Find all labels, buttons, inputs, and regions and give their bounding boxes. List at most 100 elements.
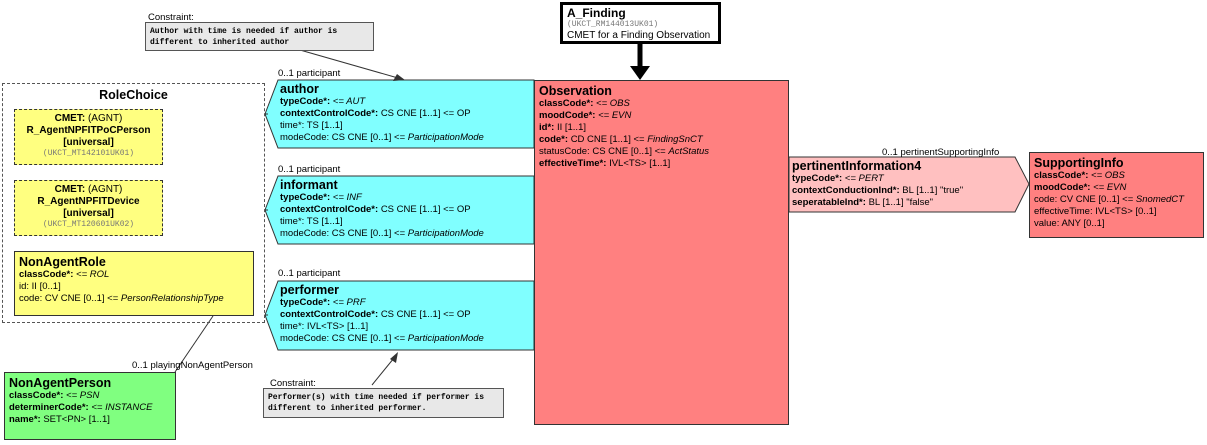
informant-type-val: <= INF — [332, 192, 362, 203]
author-title: author — [280, 82, 319, 96]
performer-content: performer typeCode*: <= PRF contextContr… — [280, 283, 484, 345]
performer-time: time*: IVL<TS> [1..1] — [280, 321, 369, 332]
performer-ctx-val: CS CNE [1..1] <= OP — [380, 309, 471, 320]
cmet-device: CMET: (AGNT) R_AgentNPFITDevice [univers… — [14, 180, 163, 236]
informant-link-label: 0..1 participant — [278, 164, 341, 175]
author-link-label: 0..1 participant — [278, 68, 341, 79]
pert-sep-val: BL [1..1] "false" — [868, 197, 934, 208]
informant-type-key: typeCode*: — [280, 192, 331, 203]
playing-link — [174, 315, 214, 373]
informant-mode-val: ParticipationMode — [407, 228, 484, 239]
si-mood-key: moodCode*: — [1034, 182, 1091, 193]
si-code-italic: SnomedCT — [1135, 194, 1184, 205]
constraint-bottom-box: Performer(s) with time needed if perform… — [263, 388, 504, 418]
author-type-val: <= AUT — [332, 96, 366, 107]
informant-mode-key: modeCode: CS CNE [0..1] <= — [280, 228, 408, 239]
obs-eff-key: effectiveTime*: — [539, 158, 607, 169]
cmet1-name: R_AgentNPFITPoCPerson — [26, 125, 151, 136]
performer-mode-key: modeCode: CS CNE [0..1] <= — [280, 333, 408, 344]
cmet2-code: (AGNT) — [87, 184, 123, 195]
obs-code-italic: FindingSnCT — [647, 134, 703, 145]
obs-status-text: statusCode: CS CNE [0..1] <= — [539, 146, 669, 157]
si-class-val: <= OBS — [1091, 170, 1125, 181]
constraint-top-box: Author with time is needed if author is … — [145, 22, 374, 51]
non-agent-person-title: NonAgentPerson — [9, 376, 112, 390]
author-mode-key: modeCode: CS CNE [0..1] <= — [280, 132, 408, 143]
observation-box: Observation classCode*: <= OBS moodCode*… — [534, 80, 789, 425]
observation-title: Observation — [539, 84, 612, 98]
author-mode-val: ParticipationMode — [407, 132, 484, 143]
constraint-bottom-line — [371, 357, 395, 386]
obs-id-val: II [1..1] — [556, 122, 586, 133]
cmet2-id: (UKCT_MT120601UK02) — [42, 220, 135, 229]
performer-mode-val: ParticipationMode — [407, 333, 484, 344]
author-ctx-val: CS CNE [1..1] <= OP — [380, 108, 471, 119]
supporting-info-title: SupportingInfo — [1034, 156, 1124, 170]
performer-type-key: typeCode*: — [280, 297, 331, 308]
nar-class-val: <= ROL — [76, 269, 110, 280]
performer-type-val: <= PRF — [332, 297, 366, 308]
pertinent-content: pertinentInformation4 typeCode*: <= PERT… — [792, 159, 963, 209]
constraint-top-line — [299, 49, 399, 79]
cmet1-flavor: [universal] — [63, 137, 114, 148]
constraint-top-label: Constraint: — [146, 12, 196, 23]
pertinent-link-label: 0..1 pertinentSupportingInfo — [882, 147, 1000, 158]
si-eff: effectiveTime: IVL<TS> [0..1] — [1034, 206, 1157, 217]
entry-point-name: A_Finding — [567, 6, 626, 20]
cmet-poc-person: CMET: (AGNT) R_AgentNPFITPoCPerson [univ… — [14, 109, 163, 165]
playing-link-label: 0..1 playingNonAgentPerson — [132, 360, 253, 371]
obs-status-italic: ActStatus — [668, 146, 710, 157]
constraint-bottom-label: Constraint: — [268, 378, 318, 389]
nap-det-val: <= INSTANCE — [91, 402, 153, 413]
performer-link-label: 0..1 participant — [278, 268, 341, 279]
supporting-info-box: SupportingInfo classCode*: <= OBS moodCo… — [1029, 152, 1204, 238]
author-ctx-key: contextControlCode*: — [280, 108, 379, 119]
si-mood-val: <= EVN — [1093, 182, 1127, 193]
performer-title: performer — [280, 283, 340, 297]
non-agent-person-box: NonAgentPerson classCode*: <= PSN determ… — [4, 372, 176, 440]
obs-class-val: <= OBS — [596, 98, 630, 109]
nap-class-val: <= PSN — [66, 390, 100, 401]
pertinent-title: pertinentInformation4 — [792, 159, 922, 173]
author-time: time*: TS [1..1] — [280, 120, 343, 131]
informant-ctx-val: CS CNE [1..1] <= OP — [380, 204, 471, 215]
nar-id: id: II [0..1] — [19, 281, 61, 292]
informant-content: informant typeCode*: <= INF contextContr… — [280, 178, 484, 240]
entry-point-box: A_Finding (UKCT_RM144013UK01) CMET for a… — [560, 2, 721, 44]
entry-point-id: (UKCT_RM144013UK01) — [567, 20, 659, 29]
entry-arrow — [630, 66, 650, 80]
obs-id-key: id*: — [539, 122, 555, 133]
informant-ctx-key: contextControlCode*: — [280, 204, 379, 215]
obs-mood-key: moodCode*: — [539, 110, 596, 121]
entry-point-description: CMET for a Finding Observation — [567, 30, 711, 41]
si-class-key: classCode*: — [1034, 170, 1089, 181]
role-choice-container: RoleChoice — [2, 83, 265, 323]
performer-ctx-key: contextControlCode*: — [280, 309, 379, 320]
nar-class-key: classCode*: — [19, 269, 74, 280]
nar-code-val: PersonRelationshipType — [120, 293, 224, 304]
obs-code-val: CD CNE [1..1] <= — [570, 134, 648, 145]
obs-eff-val: IVL<TS> [1..1] — [609, 158, 671, 169]
obs-class-key: classCode*: — [539, 98, 594, 109]
pert-sep-key: seperatableInd*: — [792, 197, 866, 208]
nap-class-key: classCode*: — [9, 390, 64, 401]
nap-name-key: name*: — [9, 414, 41, 425]
cmet1-code: (AGNT) — [87, 113, 123, 124]
author-content: author typeCode*: <= AUT contextControlC… — [280, 82, 484, 144]
nap-name-val: SET<PN> [1..1] — [43, 414, 110, 425]
obs-mood-val: <= EVN — [598, 110, 632, 121]
non-agent-role-box: NonAgentRole classCode*: <= ROL id: II [… — [14, 251, 254, 316]
si-value: value: ANY [0..1] — [1034, 218, 1105, 229]
non-agent-role-title: NonAgentRole — [19, 255, 106, 269]
informant-time: time*: TS [1..1] — [280, 216, 343, 227]
cmet2-flavor: [universal] — [63, 208, 114, 219]
cmet1-id: (UKCT_MT142101UK01) — [42, 149, 135, 158]
pertinent-shape — [788, 156, 1030, 213]
cmet2-name: R_AgentNPFITDevice — [37, 196, 140, 207]
nar-code-key: code: CV CNE [0..1] <= — [19, 293, 121, 304]
cmet2-prefix: CMET: — [54, 184, 86, 195]
pert-ccind-val: BL [1..1] "true" — [902, 185, 964, 196]
author-type-key: typeCode*: — [280, 96, 331, 107]
pert-type-key: typeCode*: — [792, 173, 843, 184]
